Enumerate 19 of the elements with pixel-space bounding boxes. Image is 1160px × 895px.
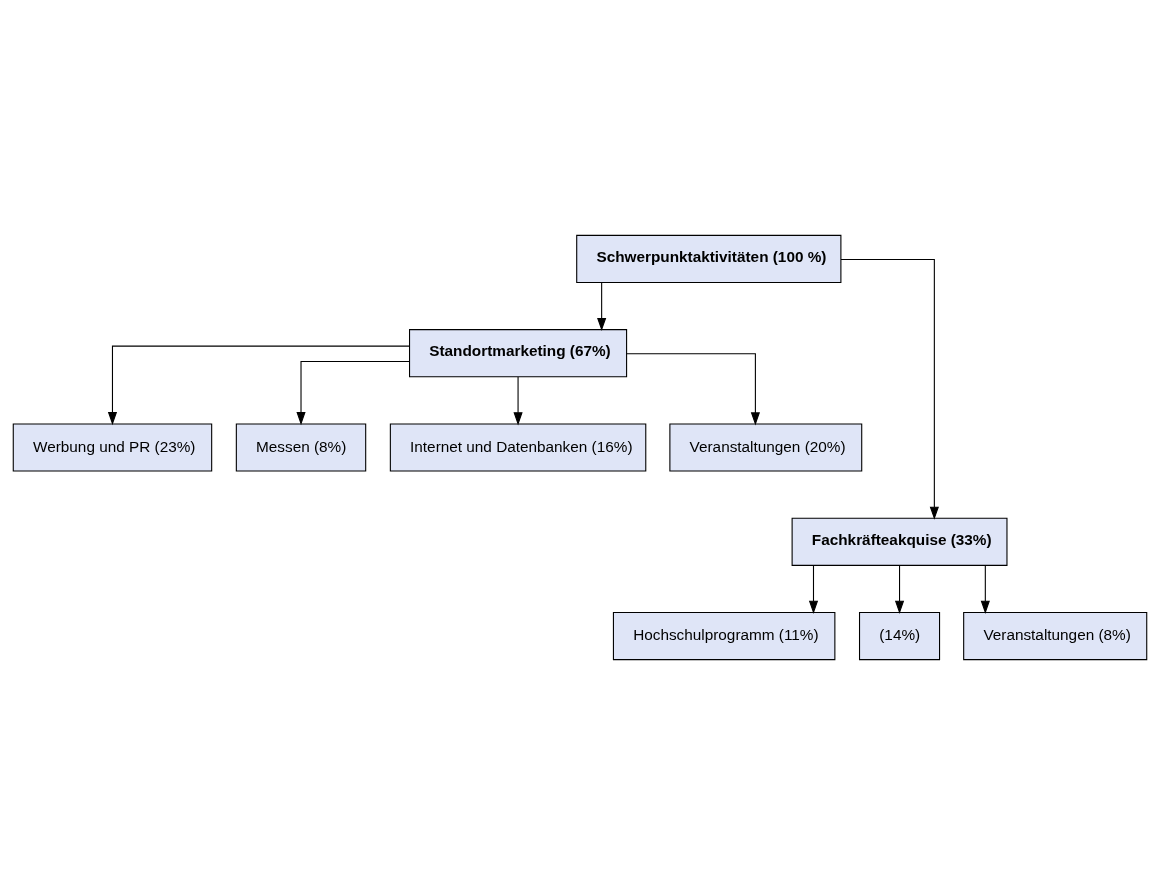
node-box: Schwerpunktaktivitäten (100 %): [576, 234, 842, 284]
node-box: Internet und Datenbanken (16%): [389, 423, 647, 472]
node-box: Veranstaltungen (20%): [669, 423, 863, 472]
arrow: [980, 565, 990, 614]
arrow: [808, 565, 819, 614]
node-box: Fachkräfteakquise (33%): [791, 517, 1008, 566]
arrow: [513, 376, 523, 426]
arrow: [107, 345, 410, 426]
node-box: Messen (8%): [235, 423, 367, 472]
arrow: [894, 565, 905, 614]
arrow: [626, 353, 760, 426]
node-box: Werbung und PR (23%): [12, 423, 213, 472]
arrow: [296, 360, 410, 426]
node-box: Standortmarketing (67%): [409, 329, 628, 378]
node-box: Hochschulprogramm (11%): [612, 611, 836, 661]
node-box: (14%): [859, 611, 941, 661]
node-box: Veranstaltungen (8%): [963, 611, 1148, 661]
arrow: [840, 258, 939, 520]
arrow: [597, 282, 607, 332]
